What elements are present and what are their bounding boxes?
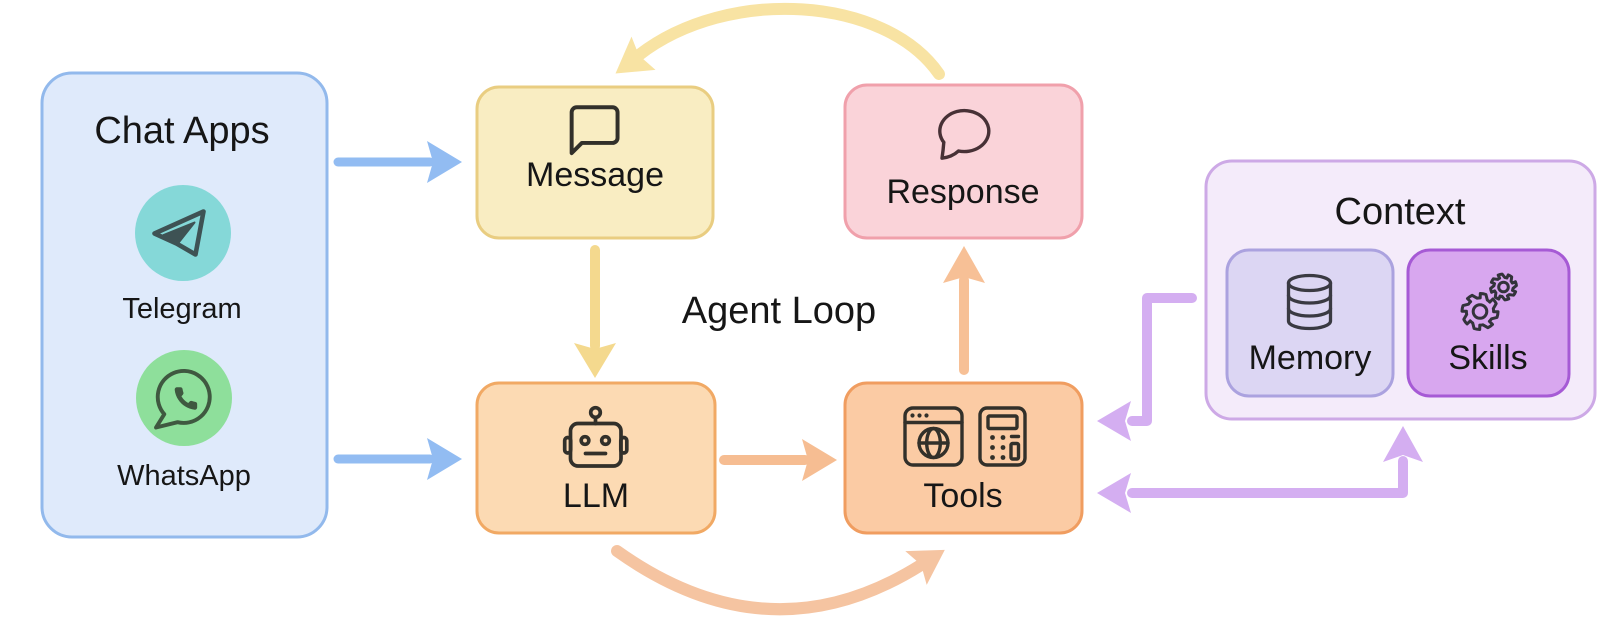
svg-text:Message: Message [526,156,664,194]
svg-text:Memory: Memory [1249,339,1372,377]
svg-text:Tools: Tools [923,477,1002,515]
svg-text:Agent Loop: Agent Loop [682,290,876,332]
svg-text:Chat Apps: Chat Apps [94,110,269,152]
svg-text:Skills: Skills [1448,339,1527,377]
svg-text:LLM: LLM [563,477,629,515]
svg-text:WhatsApp: WhatsApp [117,460,251,492]
svg-text:Response: Response [886,173,1039,211]
svg-text:Telegram: Telegram [122,293,241,325]
svg-text:Context: Context [1335,191,1466,233]
